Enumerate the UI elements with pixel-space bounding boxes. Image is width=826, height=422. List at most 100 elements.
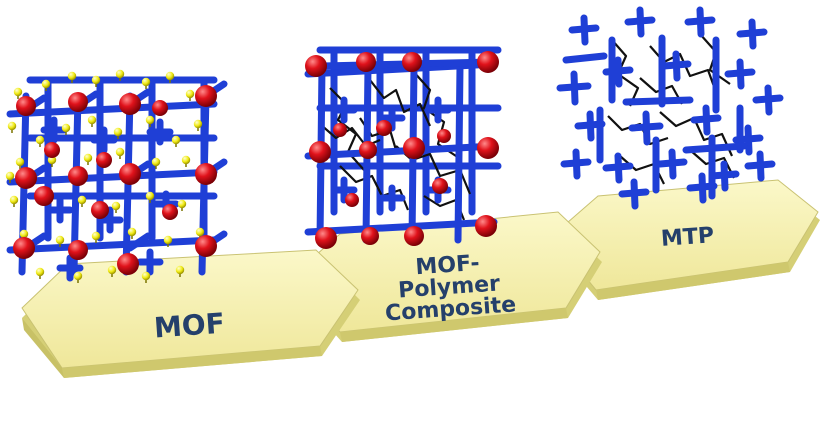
metal-node	[402, 52, 422, 72]
metal-node	[432, 178, 448, 194]
linker-rod	[756, 150, 765, 182]
functional-group	[91, 75, 101, 85]
functional-group	[145, 115, 155, 125]
linker-rod	[454, 62, 464, 244]
process-arrows	[21, 179, 820, 378]
label-composite: MOF- Polymer Composite	[384, 251, 517, 327]
linker-rod	[572, 148, 581, 180]
metal-node	[68, 166, 88, 186]
linker-rod	[6, 168, 218, 186]
functional-group	[35, 267, 45, 277]
mtp-linker-network	[556, 6, 784, 210]
metal-node	[13, 237, 35, 259]
linker-rod	[570, 70, 579, 106]
functional-group	[87, 115, 97, 125]
metal-node	[91, 201, 109, 219]
metal-node	[477, 51, 499, 73]
metal-node	[44, 142, 60, 158]
mof-lattice	[5, 69, 228, 283]
functional-group	[35, 135, 45, 145]
functional-group	[77, 195, 87, 205]
functional-group	[127, 227, 137, 237]
metal-node	[333, 123, 347, 137]
functional-group	[141, 271, 151, 281]
metal-node	[68, 240, 88, 260]
metal-node	[16, 96, 36, 116]
metal-node	[15, 167, 37, 189]
linker-rod	[720, 160, 729, 192]
functional-group	[113, 127, 123, 137]
linker-rod	[630, 178, 639, 210]
functional-group	[5, 171, 15, 181]
linker-rod	[672, 50, 681, 82]
functional-group	[19, 229, 29, 239]
metal-node	[162, 204, 178, 220]
metal-node	[403, 137, 425, 159]
functional-group	[55, 235, 65, 245]
arrow-mof	[21, 249, 360, 378]
linker-rod	[682, 142, 748, 154]
linker-rod	[614, 152, 623, 184]
linker-rod	[668, 148, 677, 180]
linker-rod	[698, 172, 707, 204]
functional-group	[13, 87, 23, 97]
linker-rod	[764, 84, 773, 116]
functional-group	[171, 135, 181, 145]
mof-polymer-composite-lattice	[304, 46, 502, 249]
linker-rod	[562, 52, 608, 64]
metal-node	[477, 137, 499, 159]
functional-group	[15, 157, 25, 167]
functional-group	[151, 157, 161, 167]
functional-group	[195, 227, 205, 237]
metal-node	[345, 193, 359, 207]
metal-node	[152, 100, 168, 116]
metal-node	[119, 163, 141, 185]
linker-rod	[304, 218, 498, 236]
metal-node	[305, 55, 327, 77]
linker-rod	[614, 56, 623, 88]
metal-node	[195, 85, 217, 107]
linker-rod	[586, 110, 595, 142]
linker-rod	[642, 110, 651, 146]
metal-node	[475, 215, 497, 237]
functional-group	[141, 77, 151, 87]
metal-node	[68, 92, 88, 112]
functional-group	[193, 119, 203, 129]
linker-rod	[6, 100, 218, 118]
metal-node	[34, 186, 54, 206]
linker-rod	[6, 236, 218, 254]
metal-node	[117, 253, 139, 275]
functional-group	[115, 69, 125, 79]
functional-group	[107, 265, 117, 275]
functional-group	[61, 123, 71, 133]
label-mof: MOF	[153, 307, 226, 345]
functional-group	[145, 191, 155, 201]
linker-rod	[736, 58, 745, 90]
linker-rod	[126, 232, 152, 252]
functional-group	[185, 89, 195, 99]
metal-node	[356, 52, 376, 72]
linker-rod	[696, 6, 705, 38]
metal-node	[376, 120, 392, 136]
functional-group	[91, 231, 101, 241]
metal-node	[361, 227, 379, 245]
linker-rod	[580, 14, 589, 46]
linker-rod	[744, 124, 753, 156]
linker-rod	[748, 18, 757, 50]
functional-group	[7, 121, 17, 131]
polymer-chain	[339, 165, 410, 211]
metal-node	[119, 93, 141, 115]
label-composite-line-1: MOF-	[415, 251, 481, 280]
functional-group	[47, 155, 57, 165]
functional-group	[175, 265, 185, 275]
functional-group	[111, 201, 121, 211]
arrow-mtp	[551, 179, 820, 300]
metal-node	[96, 152, 112, 168]
metal-node	[195, 163, 217, 185]
metal-node	[195, 235, 217, 257]
linker-rod	[702, 104, 711, 136]
metal-node	[359, 141, 377, 159]
functional-group	[67, 71, 77, 81]
functional-group	[115, 147, 125, 157]
